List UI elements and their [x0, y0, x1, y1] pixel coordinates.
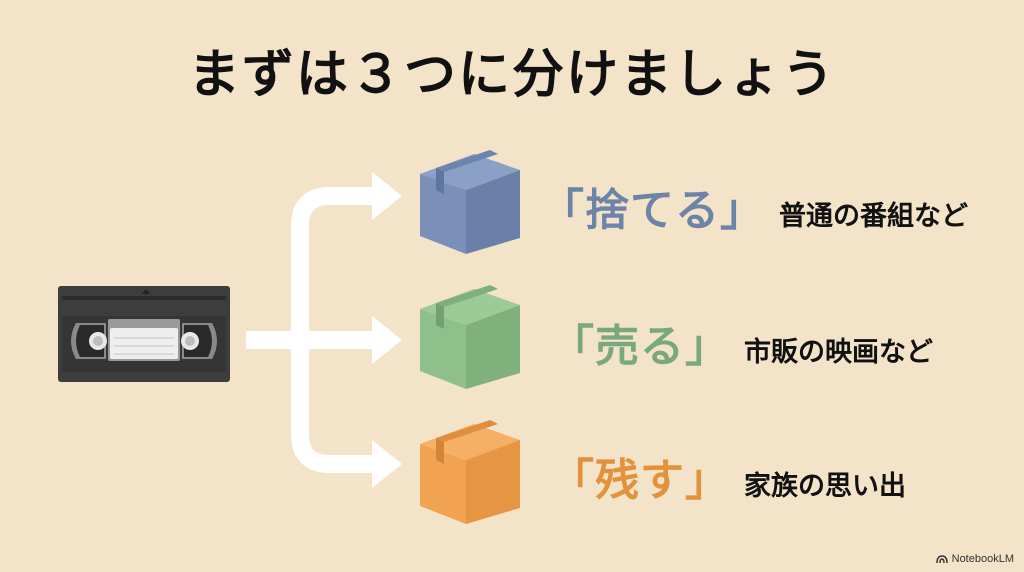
category-label-keep: 「残す」 [550, 455, 730, 506]
category-label-discard: 「捨てる」 [540, 185, 765, 236]
category-row-discard: 「捨てる」 普通の番組など [540, 174, 968, 238]
notebooklm-logo-icon [935, 555, 948, 564]
category-example-sell: 市販の映画など [744, 337, 933, 368]
category-example-keep: 家族の思い出 [744, 471, 906, 502]
category-row-keep: 「残す」 家族の思い出 [550, 444, 906, 508]
green-cardboard-box-icon [420, 285, 520, 389]
orange-cardboard-box-icon [420, 420, 520, 524]
category-row-sell: 「売る」 市販の映画など [550, 310, 933, 374]
brand-label: NotebookLM [951, 553, 1014, 565]
vhs-cassette-icon [58, 286, 230, 382]
slide-title: まずは３つに分けましょう [187, 45, 836, 105]
notebooklm-branding: NotebookLM [935, 553, 1014, 565]
category-label-sell: 「売る」 [550, 321, 730, 372]
blue-cardboard-box-icon [420, 150, 520, 254]
category-example-discard: 普通の番組など [779, 201, 968, 232]
